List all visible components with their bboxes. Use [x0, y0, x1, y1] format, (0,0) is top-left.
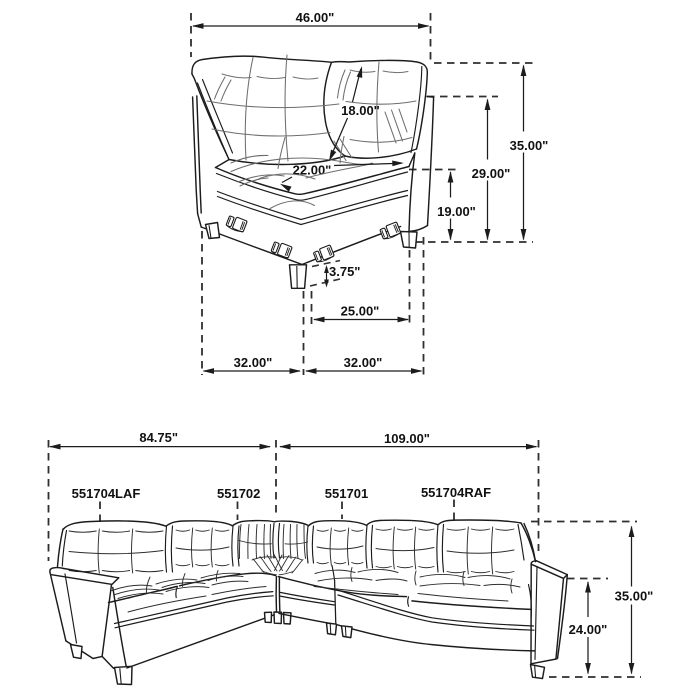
svg-text:3.75": 3.75": [329, 264, 360, 279]
svg-text:32.00": 32.00": [344, 355, 383, 370]
svg-text:551701: 551701: [325, 486, 368, 501]
svg-text:551702: 551702: [217, 486, 260, 501]
svg-text:551704RAF: 551704RAF: [421, 485, 491, 500]
svg-text:35.00": 35.00": [510, 138, 549, 153]
svg-text:18.00": 18.00": [341, 103, 380, 118]
svg-text:25.00": 25.00": [341, 304, 380, 319]
svg-text:29.00": 29.00": [472, 166, 511, 181]
svg-text:109.00": 109.00": [384, 431, 430, 446]
svg-text:35.00": 35.00": [615, 589, 654, 604]
svg-text:24.00": 24.00": [569, 622, 608, 637]
svg-text:32.00": 32.00": [234, 355, 273, 370]
svg-text:551704LAF: 551704LAF: [72, 486, 141, 501]
svg-text:84.75": 84.75": [139, 430, 178, 445]
svg-text:19.00": 19.00": [437, 204, 476, 219]
svg-text:46.00": 46.00": [296, 10, 335, 25]
